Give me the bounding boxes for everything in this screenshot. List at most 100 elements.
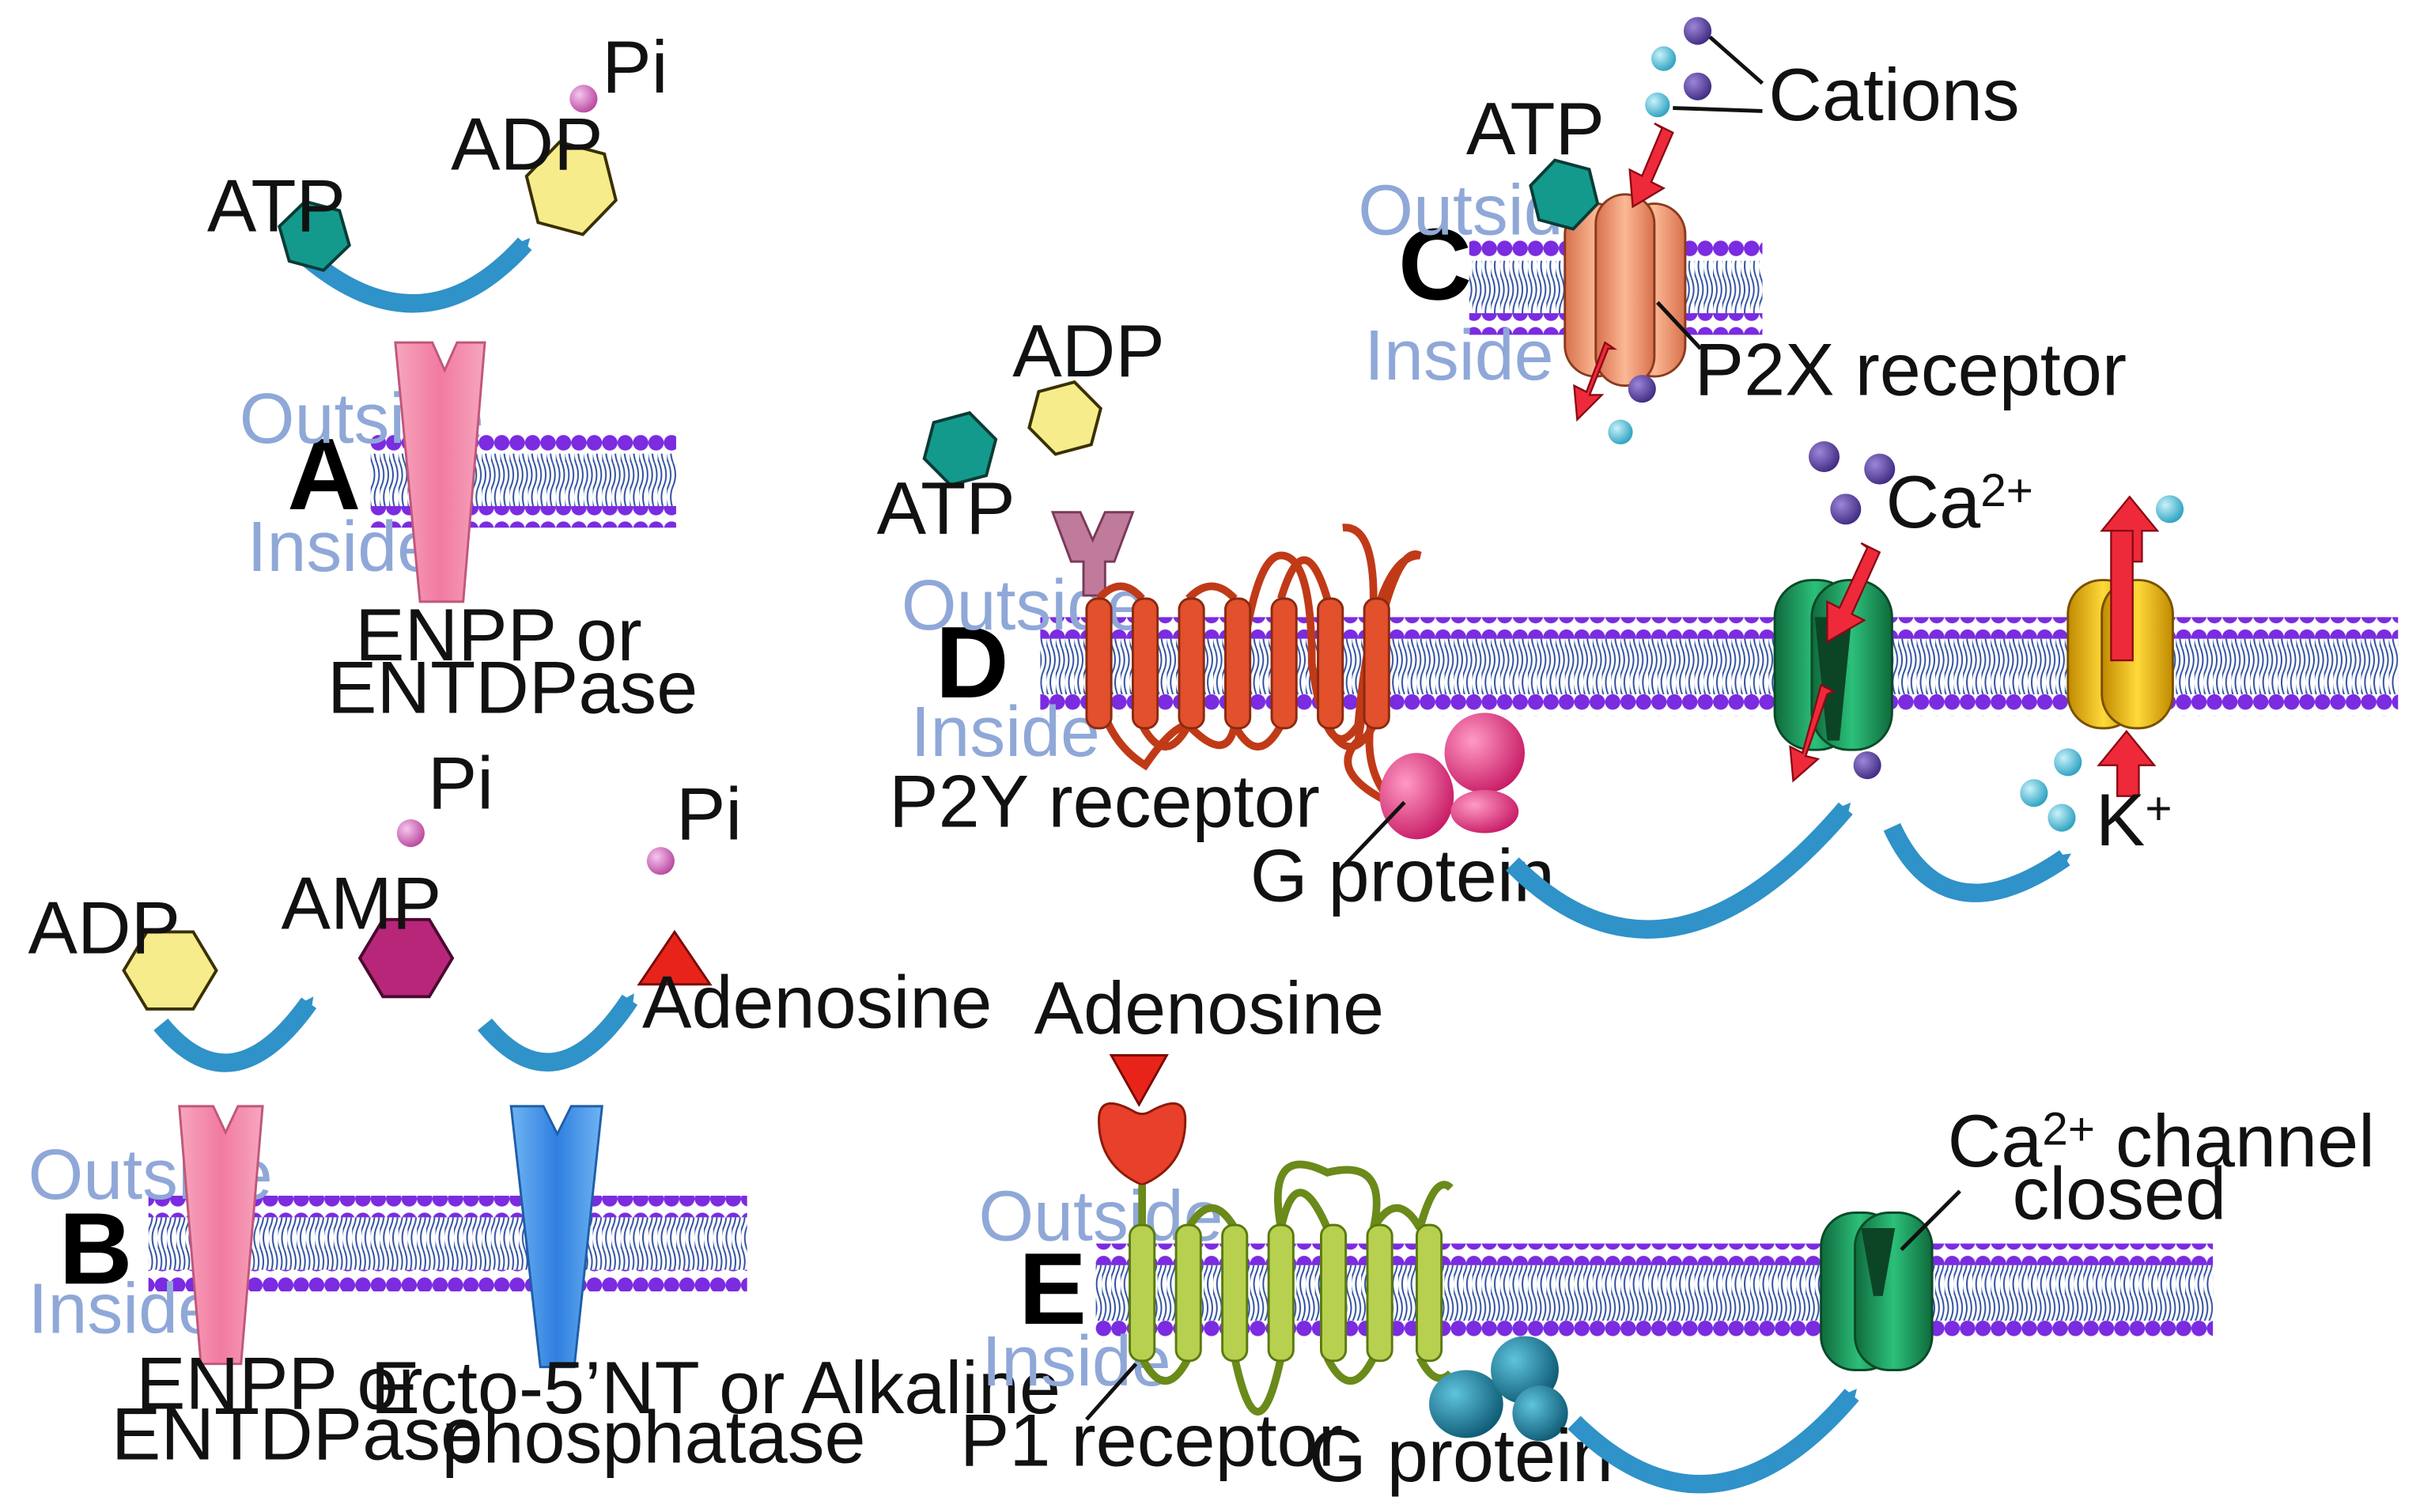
panel-letter-b: B — [59, 1192, 133, 1306]
adenosine-label-b: Adenosine — [642, 960, 992, 1043]
hexagon-atp-icon — [922, 410, 998, 487]
panel-d: D Outside Inside ATP ADP P2Y receptor G … — [877, 309, 2184, 939]
g-protein-label-e: G protein — [1309, 1414, 1613, 1497]
channel-label-e-line1: Ca2+ channel — [1948, 1099, 2375, 1182]
ca-label-d: Ca2+ — [1886, 460, 2033, 543]
hexagon-atp-icon — [277, 199, 351, 272]
g-protein-label-d: G protein — [1250, 833, 1555, 917]
panel-letter-c: C — [1398, 207, 1472, 321]
atp-label-a: ATP — [207, 164, 346, 248]
g-protein-leader-d — [1344, 800, 1406, 866]
ca-ion — [1830, 493, 1862, 525]
cation-purple — [1683, 72, 1712, 100]
curved-arrow-icon — [477, 993, 638, 1072]
enzyme-label-a-line2: ENTDPase — [327, 645, 698, 728]
inside-label-b: Inside — [28, 1270, 217, 1349]
hexagon-adp-icon — [122, 930, 218, 1011]
p2y-loops — [1091, 550, 1422, 806]
panel-letter-a: A — [287, 418, 361, 531]
panel-b: B Outside Inside ADP AMP Pi Pi Adenosine… — [28, 741, 1061, 1478]
cation-purple — [1628, 375, 1656, 403]
ca-ion — [1853, 751, 1881, 780]
k-ion — [2020, 779, 2048, 807]
curved-arrow-icon — [153, 996, 317, 1072]
red-arrow-icon — [1573, 341, 1618, 422]
enzyme-label-a-line1: ENPP or — [355, 593, 642, 676]
adp-label-a: ADP — [451, 103, 603, 186]
hexagon-amp-icon — [357, 917, 455, 999]
cations-leader — [1708, 35, 1764, 85]
ca-ion — [1864, 453, 1896, 485]
g-protein-e — [1429, 1336, 1568, 1442]
pi-label-b2: Pi — [676, 772, 742, 855]
cation-cyan — [1645, 93, 1670, 118]
adp-label-d: ADP — [1012, 309, 1165, 392]
hexagon-atp-icon — [1529, 158, 1600, 231]
red-arrow-icon — [1826, 542, 1881, 644]
p2y-receptor-label: P2Y receptor — [889, 760, 1320, 843]
sphere-pi-icon — [646, 847, 675, 875]
adenosine-label-e: Adenosine — [1034, 966, 1384, 1049]
k-ion — [2155, 495, 2184, 524]
atp-label-d: ATP — [877, 467, 1015, 550]
ca-channel-open — [1773, 579, 1893, 751]
enzyme-label-b2-line1: Ecto-5’NT or Alkaline — [371, 1346, 1061, 1429]
membrane-e — [1095, 1243, 2214, 1343]
atp-label-c: ATP — [1466, 87, 1605, 170]
inside-label-c: Inside — [1364, 316, 1553, 395]
p1-receptor — [1129, 1160, 1454, 1416]
cation-cyan — [1651, 46, 1677, 71]
enzyme-label-b1-line1: ENPP or — [136, 1341, 423, 1424]
hexagon-adp-icon — [524, 140, 618, 236]
k-label-d: K+ — [2096, 778, 2172, 861]
red-arrow-icon — [2097, 729, 2157, 797]
p2x-receptor-label: P2X receptor — [1695, 327, 2127, 410]
enzyme-label-b2-line2: phosphatase — [441, 1396, 865, 1479]
sphere-pi-icon — [396, 818, 425, 848]
panel-c: C Outside Inside ATP Cations P2X recepto… — [1358, 17, 2127, 444]
inside-label-a: Inside — [248, 508, 437, 587]
panel-letter-d: D — [936, 606, 1009, 720]
p2x-leader — [1656, 301, 1703, 350]
curved-arrow-icon — [1506, 802, 1853, 939]
p1-ligand-site — [1098, 1102, 1187, 1186]
ca-channel-closed — [1820, 1211, 1934, 1371]
enpp-enzyme-a — [394, 341, 486, 603]
curved-arrow-icon — [303, 237, 532, 313]
panel-a: A Outside Inside ATP ADP Pi ENPP or ENTD… — [207, 25, 698, 728]
adp-label-b: ADP — [28, 886, 181, 970]
curved-arrow-icon — [1883, 822, 2071, 902]
panel-e: E Outside Inside Adenosine P1 receptor G… — [960, 966, 2375, 1497]
g-protein-d — [1379, 713, 1526, 840]
k-ion — [2048, 803, 2076, 832]
red-arrow-icon — [1789, 683, 1836, 783]
curved-arrow-icon — [1567, 1389, 1859, 1494]
enzyme-label-b1-line2: ENTDPase — [112, 1393, 482, 1476]
enpp-enzyme-b — [178, 1105, 264, 1366]
panel-letter-e: E — [1019, 1232, 1087, 1346]
channel-label-e-line2: closed — [2013, 1151, 2227, 1234]
cations-label: Cations — [1768, 53, 2019, 136]
channel-leader — [1900, 1189, 1961, 1252]
triangle-adenosine-icon — [637, 929, 713, 986]
amp-label-b: AMP — [281, 862, 441, 945]
red-arrow-shaft — [2110, 529, 2134, 662]
pi-label-a: Pi — [602, 25, 667, 108]
pi-label-b1: Pi — [428, 741, 493, 824]
hexagon-adp-icon — [1027, 380, 1103, 456]
p1-receptor-label: P1 receptor — [960, 1398, 1343, 1481]
p2x-receptor — [1564, 193, 1687, 387]
ecto-5nt-enzyme — [509, 1105, 603, 1369]
cation-purple — [1683, 17, 1712, 45]
sphere-pi-icon — [569, 85, 598, 113]
triangle-adenosine-icon — [1109, 1054, 1169, 1107]
k-ion — [2054, 748, 2082, 777]
red-arrow-icon — [1628, 123, 1674, 209]
p1-leader — [1085, 1363, 1138, 1421]
p2y-ligand-site — [1050, 511, 1135, 597]
cations-leader — [1673, 106, 1763, 113]
inside-label-d: Inside — [911, 693, 1100, 772]
ca-ion — [1808, 440, 1840, 473]
cation-cyan — [1608, 419, 1633, 444]
